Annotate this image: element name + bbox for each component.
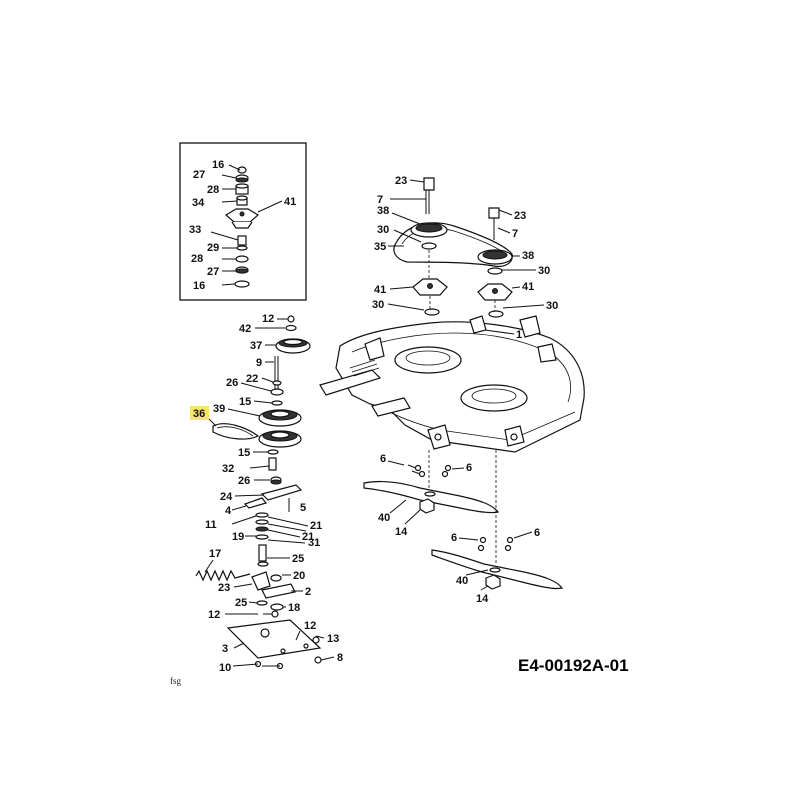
label-3: 3 <box>222 643 228 655</box>
label-2: 2 <box>305 586 311 598</box>
label-36-highlight <box>190 406 209 420</box>
label-10: 10 <box>219 662 231 674</box>
label-23-right: 23 <box>514 210 526 222</box>
mower-deck-assembly: 23 7 23 7 38 30 35 38 30 41 41 30 30 1 6… <box>319 175 585 605</box>
label-9: 9 <box>256 357 262 369</box>
deck-leaders <box>387 179 545 591</box>
label-23-top: 23 <box>395 175 407 187</box>
label-26-lower: 26 <box>238 475 250 487</box>
inset-label-16-bottom: 16 <box>193 280 205 292</box>
label-30-left-top: 30 <box>377 224 389 236</box>
inset-label-34: 34 <box>192 197 205 209</box>
label-1: 1 <box>516 329 522 341</box>
label-12-mid: 12 <box>208 609 220 621</box>
label-42: 42 <box>239 323 251 335</box>
inset-spindle-assembly: 16 27 28 34 41 33 29 28 27 16 <box>179 142 307 301</box>
label-39: 39 <box>213 403 225 415</box>
label-15-lower: 15 <box>238 447 250 459</box>
label-20: 20 <box>293 570 305 582</box>
label-14-upper: 14 <box>395 526 408 538</box>
label-41-right: 41 <box>522 281 534 293</box>
inset-parts <box>224 166 260 288</box>
label-5: 5 <box>300 502 306 514</box>
label-6-lower-left: 6 <box>451 532 457 544</box>
inset-label-16-top: 16 <box>212 159 224 171</box>
label-18: 18 <box>288 602 300 614</box>
label-6-upper-right: 6 <box>466 462 472 474</box>
inset-label-28-top: 28 <box>207 184 219 196</box>
label-40-lower: 40 <box>456 575 468 587</box>
label-25-lower: 25 <box>235 597 247 609</box>
label-17: 17 <box>209 548 221 560</box>
label-22: 22 <box>246 373 258 385</box>
label-8: 8 <box>337 652 343 664</box>
inset-label-33: 33 <box>189 224 201 236</box>
label-21-upper: 21 <box>310 520 322 532</box>
label-23-idler: 23 <box>218 582 230 594</box>
idler-assembly: 12 42 37 9 22 26 15 39 36 15 32 26 24 4 … <box>190 313 343 674</box>
label-12-top: 12 <box>262 313 274 325</box>
inset-label-29: 29 <box>207 242 219 254</box>
label-19: 19 <box>232 531 244 543</box>
label-13: 13 <box>327 633 339 645</box>
label-37: 37 <box>250 340 262 352</box>
inset-label-28-bottom: 28 <box>191 253 203 265</box>
label-6-upper-left: 6 <box>380 453 386 465</box>
label-7-right: 7 <box>512 228 518 240</box>
label-38-right: 38 <box>522 250 534 262</box>
label-35: 35 <box>374 241 386 253</box>
inset-label-27-bottom: 27 <box>207 266 219 278</box>
inset-label-41: 41 <box>284 196 296 208</box>
label-38-left: 38 <box>377 205 389 217</box>
label-15-upper: 15 <box>239 396 251 408</box>
label-40-upper: 40 <box>378 512 390 524</box>
inset-label-27-top: 27 <box>193 169 205 181</box>
label-12-plate: 12 <box>304 620 316 632</box>
label-41-left: 41 <box>374 284 386 296</box>
label-31: 31 <box>308 537 320 549</box>
label-11: 11 <box>205 519 217 531</box>
label-30-right-top: 30 <box>538 265 550 277</box>
inset-leaders <box>210 164 283 286</box>
label-36: 36 <box>193 408 205 420</box>
label-21-lower: 21 <box>302 531 314 543</box>
label-32: 32 <box>222 463 234 475</box>
label-7-top: 7 <box>377 194 383 206</box>
label-6-lower-right: 6 <box>534 527 540 539</box>
label-4: 4 <box>225 505 232 517</box>
label-14-lower: 14 <box>476 593 489 605</box>
label-30-right-bottom: 30 <box>546 300 558 312</box>
label-30-left-bottom: 30 <box>372 299 384 311</box>
label-26-upper: 26 <box>226 377 238 389</box>
diagram-reference-number: E4-00192A-01 <box>518 656 629 675</box>
label-24: 24 <box>220 491 233 503</box>
source-mark: fsg <box>170 676 181 686</box>
label-25-upper: 25 <box>292 553 304 565</box>
idler-leaders <box>204 318 335 667</box>
